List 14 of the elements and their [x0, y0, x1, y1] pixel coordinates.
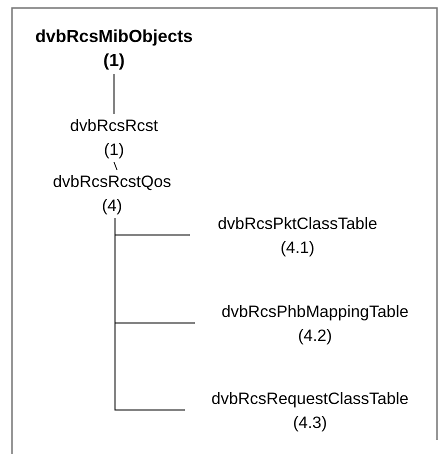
- object-identifier: (4.3): [292, 413, 328, 434]
- object-name: dvbRcsRequestClassTable: [210, 389, 410, 410]
- connector-line: [114, 218, 186, 410]
- object-identifier: (4.1): [280, 238, 316, 259]
- object-name: dvbRcsRcst: [68, 116, 160, 137]
- object-name: dvbRcsMibObjects: [34, 25, 194, 48]
- object-identifier: (1): [102, 140, 126, 161]
- connector-line: [114, 162, 118, 170]
- object-identifier: (4): [100, 196, 124, 217]
- object-identifier: (4.2): [297, 326, 333, 347]
- object-name: dvbRcsRcstQos: [52, 172, 172, 193]
- object-name: dvbRcsPhbMappingTable: [220, 302, 410, 323]
- object-name: dvbRcsPktClassTable: [216, 214, 378, 235]
- object-identifier: (1): [102, 49, 126, 72]
